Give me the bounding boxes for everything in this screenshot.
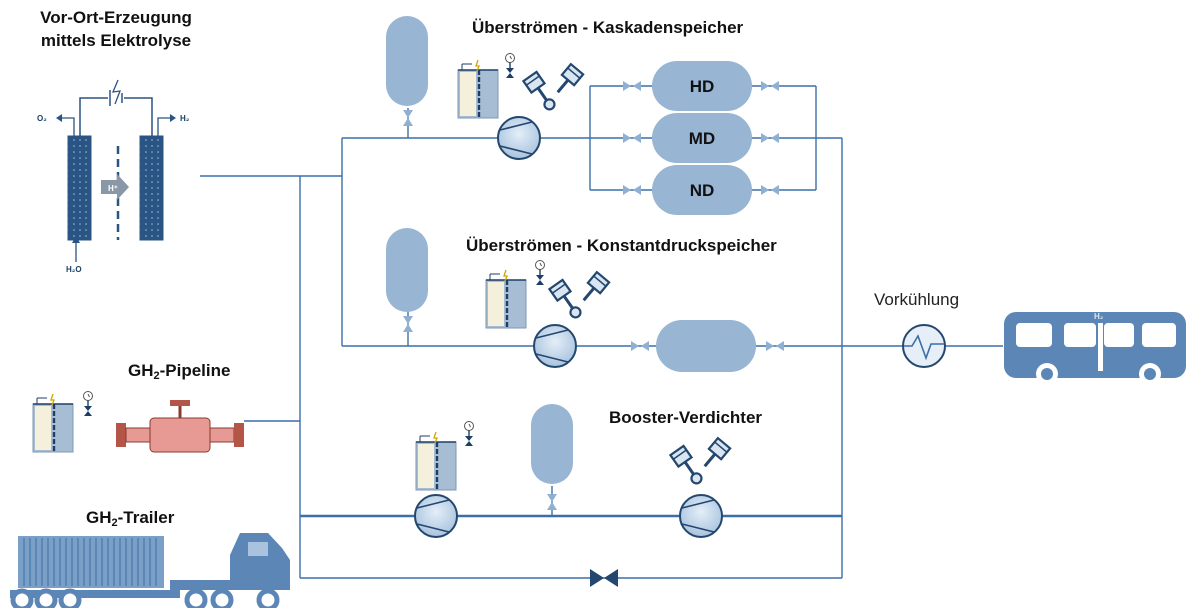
trailer-title: GH2-Trailer	[86, 506, 236, 535]
check-valve-icon	[403, 316, 413, 324]
o2-label: O₂	[37, 114, 47, 123]
pipeline-title-sub: 2	[153, 370, 160, 382]
piston-compressor-icon	[668, 436, 732, 489]
h2-label: H₂	[180, 114, 190, 123]
storage-level-icon	[414, 430, 458, 492]
tank-hd-label: HD	[690, 77, 715, 96]
precooler-icon	[902, 324, 946, 368]
pipeline-title-suffix: -Pipeline	[159, 361, 231, 380]
piston-compressor-icon	[521, 62, 585, 115]
h2o-label: H₂O	[66, 265, 82, 274]
tank-nd-label: ND	[690, 181, 715, 200]
electrolysis-title: Vor-Ort-Erzeugung mittels Elektrolyse	[0, 6, 232, 52]
electrolysis-title-line2: mittels Elektrolyse	[40, 31, 192, 50]
storage-level-icon	[31, 392, 75, 454]
electrolyzer-icon: O₂ H₂ H⁺ H₂O	[37, 79, 190, 274]
proton-label: H⁺	[108, 184, 118, 193]
buffer-tank-middle	[386, 228, 428, 312]
tank-md-label: MD	[689, 129, 715, 148]
pipeline-section	[31, 390, 244, 454]
trailer-icon	[10, 533, 290, 608]
valve-gauge-icon	[463, 420, 475, 447]
compressor-icon	[497, 116, 541, 160]
precooling-label: Vorkühlung	[874, 290, 960, 309]
bus-tag: H₂	[1094, 312, 1104, 321]
constant-pressure-title: Überströmen - Konstantdruckspeicher	[466, 236, 777, 255]
piping	[200, 85, 1003, 579]
electrolysis-title-line1: Vor-Ort-Erzeugung	[40, 8, 192, 27]
check-valve-icon	[403, 110, 413, 118]
valve-gauge-icon	[534, 259, 546, 286]
bypass-valve-icon	[590, 569, 618, 587]
constant-pressure-tank	[656, 320, 756, 372]
trailer-title-main: GH	[86, 508, 112, 527]
storage-level-icon	[484, 268, 528, 330]
pipeline-title: GH2-Pipeline	[128, 359, 278, 388]
cascade-title: Überströmen - Kaskadenspeicher	[472, 18, 744, 37]
constant-pressure-section	[386, 228, 784, 372]
trailer-title-sub: 2	[111, 517, 118, 529]
compressor-icon	[679, 494, 723, 538]
piston-compressor-icon	[547, 270, 611, 323]
pipeline-title-main: GH	[128, 361, 154, 380]
cascade-section: HD MD ND	[386, 16, 779, 215]
tank-hd	[652, 61, 752, 111]
buffer-tank-top	[386, 16, 428, 106]
booster-section	[414, 404, 732, 538]
booster-title: Booster-Verdichter	[609, 408, 763, 427]
storage-level-icon	[456, 58, 500, 120]
bus-icon: H₂	[1004, 312, 1186, 385]
valve-gauge-icon	[82, 390, 94, 417]
pipeline-icon	[116, 400, 244, 453]
tank-nd	[652, 165, 752, 215]
trailer-title-suffix: -Trailer	[117, 508, 175, 527]
valve-gauge-icon	[504, 52, 516, 79]
check-valve-icon	[547, 494, 557, 502]
tank-md	[652, 113, 752, 163]
compressor-icon	[533, 324, 577, 368]
compressor-icon	[414, 494, 458, 538]
buffer-tank-booster	[531, 404, 573, 484]
